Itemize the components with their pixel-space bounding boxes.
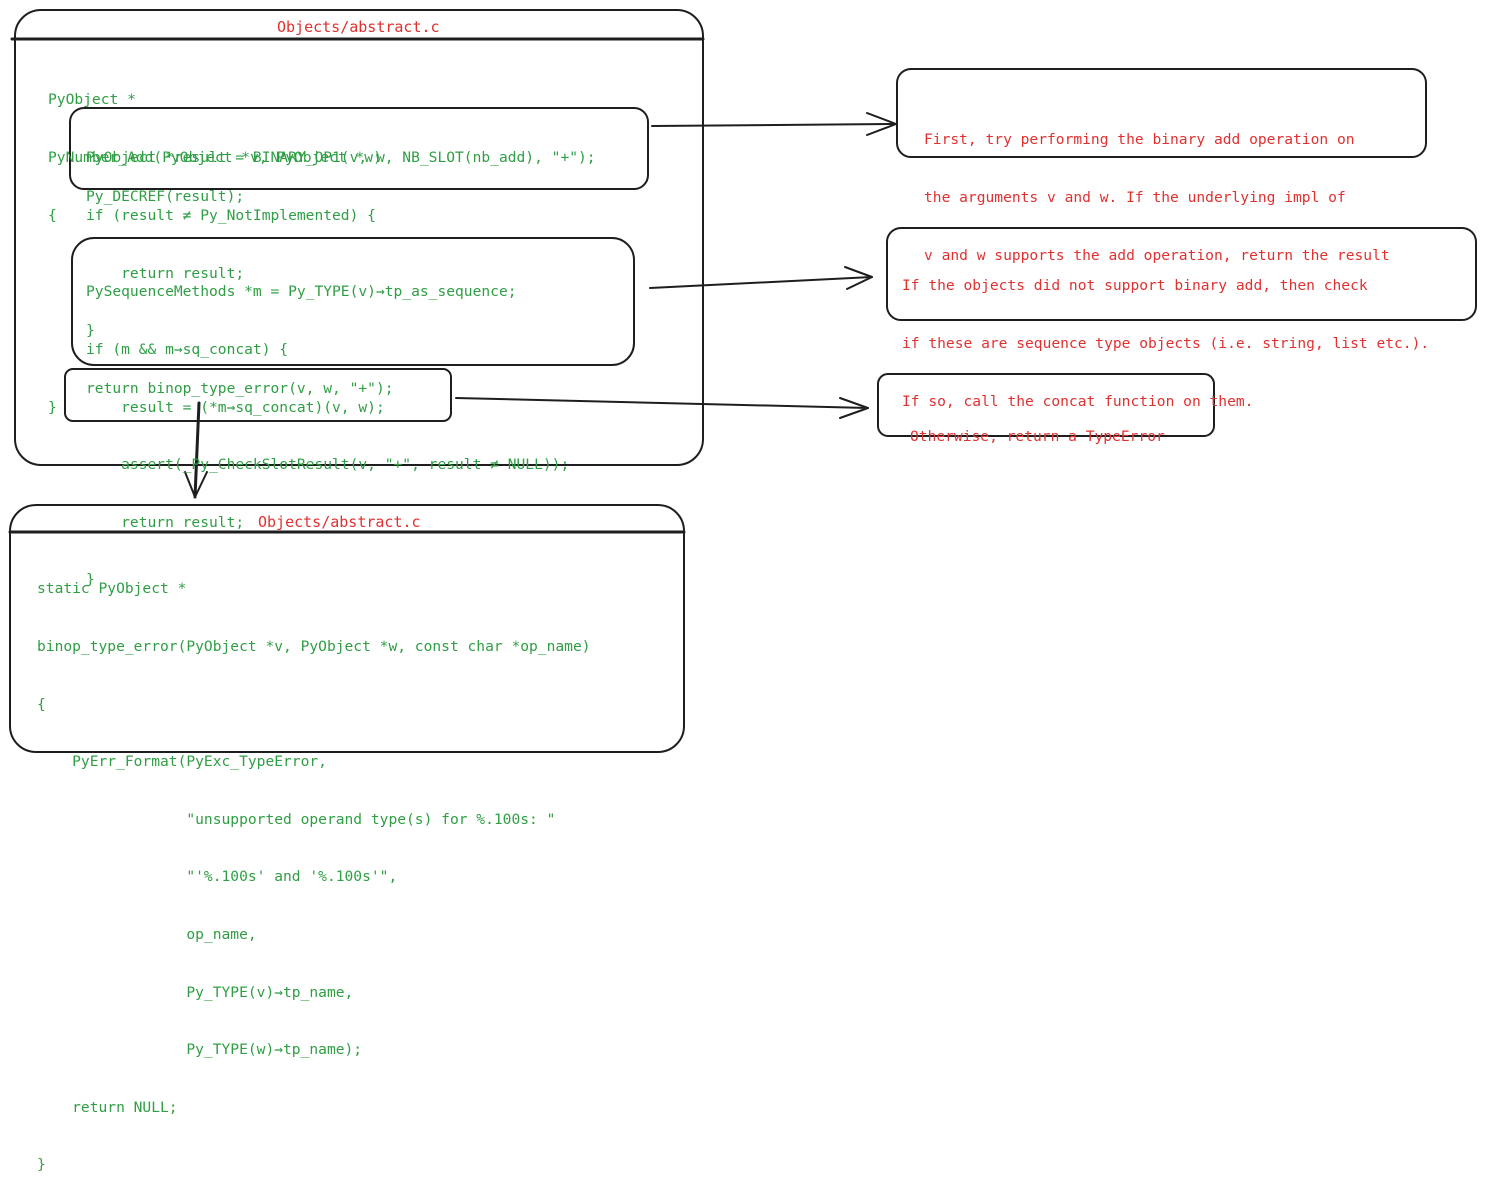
code-line: "'%.100s' and '%.100s'", [37, 868, 398, 886]
code-line: { [48, 206, 57, 224]
code-line: op_name, [37, 925, 257, 943]
note-line: If so, call the concat function on them. [902, 392, 1254, 410]
code-line: Py_TYPE(v)→tp_name, [37, 983, 354, 1001]
decref-line: Py_DECREF(result); [86, 188, 245, 205]
code-line: result = (*m→sq_concat)(v, w); [86, 398, 385, 416]
code-line: "unsupported operand type(s) for %.100s:… [37, 810, 556, 828]
code-line: PyErr_Format(PyExc_TypeError, [37, 753, 327, 771]
note-line: Otherwise, return a TypeError [910, 428, 1165, 446]
code-line: { [37, 695, 46, 713]
binary-op-block [69, 107, 649, 190]
code-line: if (result ≠ Py_NotImplemented) { [86, 207, 376, 224]
code-line: if (m && m→sq_concat) { [86, 341, 289, 358]
note-line: First, try performing the binary add ope… [924, 131, 1355, 149]
code-line: PyNumber_Add(PyObject *v, PyObject *w) [48, 149, 382, 166]
file-box-2-title: Objects/abstract.c [258, 513, 421, 531]
arrow-return-to-note [455, 397, 869, 419]
binary-op-code: PyObject *result = BINARY_OP1(v, w, NB_S… [86, 110, 596, 360]
code-line: PyObject * [48, 91, 136, 109]
code-line: Py_TYPE(w)→tp_name); [37, 1041, 363, 1059]
pynumber-add-signature: PyObject * PyNumber_Add(PyObject *v, PyO… [48, 52, 382, 244]
sequence-code: PySequenceMethods *m = Py_TYPE(v)→tp_as_… [86, 244, 569, 609]
code-line: return NULL; [37, 1098, 178, 1116]
code-line: } [86, 571, 95, 589]
code-line: assert(_Py_CheckSlotResult(v, "+", resul… [86, 456, 570, 474]
file-box-1-title: Objects/abstract.c [277, 18, 440, 36]
code-line: PySequenceMethods *m = Py_TYPE(v)→tp_as_… [86, 283, 517, 301]
diagram-canvas [8, 9, 1477, 753]
note-box-type-error [877, 373, 1215, 437]
note-binary-add: First, try performing the binary add ope… [924, 92, 1390, 284]
code-line: } [86, 322, 95, 340]
closing-brace: } [48, 399, 57, 416]
code-line: PyObject *result = BINARY_OP1(v, w, NB_S… [86, 149, 596, 167]
binop-type-error-code: static PyObject * binop_type_error(PyObj… [37, 541, 591, 1194]
return-block [64, 368, 452, 422]
file-box-1 [14, 9, 704, 466]
code-line: return result; [86, 513, 245, 531]
arrow-sequence-to-note [649, 266, 873, 290]
return-code: return binop_type_error(v, w, "+"); [86, 380, 394, 397]
arrow-return-to-definition [184, 401, 208, 499]
note-line: the arguments v and w. If the underlying… [924, 189, 1346, 206]
code-line: } [37, 1156, 46, 1174]
arrow-binary-to-note [651, 112, 897, 136]
sequence-block [71, 237, 635, 366]
note-line: If the objects did not support binary ad… [902, 277, 1368, 295]
code-line: return result; [86, 264, 245, 282]
note-box-sequence [886, 227, 1477, 321]
note-box-binary-add [896, 68, 1427, 158]
note-sequence: If the objects did not support binary ad… [902, 238, 1429, 430]
code-line: binop_type_error(PyObject *v, PyObject *… [37, 638, 591, 655]
note-type-error: Otherwise, return a TypeError [910, 389, 1165, 466]
code-line: static PyObject * [37, 580, 187, 598]
file-box-2 [9, 504, 685, 753]
note-line: v and w supports the add operation, retu… [924, 246, 1390, 264]
note-line: if these are sequence type objects (i.e.… [902, 335, 1430, 352]
